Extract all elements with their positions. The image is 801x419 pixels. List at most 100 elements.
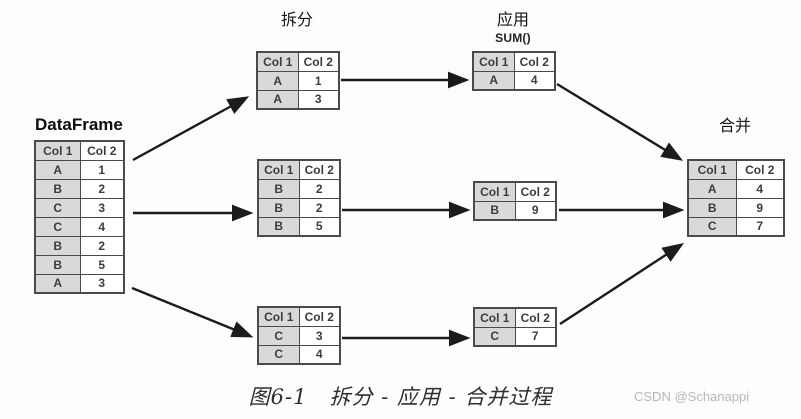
- table-cell: C: [34, 216, 81, 237]
- table-cell: 4: [79, 216, 125, 237]
- table-cell: A: [472, 70, 515, 91]
- table-cell: B: [687, 197, 737, 218]
- table-cell: C: [257, 344, 300, 365]
- table-cell: A: [687, 178, 737, 199]
- table-cell: C: [473, 326, 516, 347]
- table-cell: 7: [514, 326, 557, 347]
- figure-caption: 图6-1 拆分 - 应用 - 合并过程: [248, 385, 553, 409]
- table-cell: C: [257, 325, 300, 346]
- sum-function-label: SUM(): [495, 31, 531, 45]
- table-cell: A: [34, 159, 81, 180]
- arrow-apply-c-to-combine: [559, 243, 685, 326]
- table-cell: 1: [297, 70, 340, 91]
- table-cell: 2: [79, 178, 125, 199]
- column-header: Col 1: [256, 51, 299, 72]
- table-cell: B: [257, 216, 300, 237]
- split-stage-label: 拆分: [280, 12, 313, 29]
- column-header: Col 1: [34, 140, 81, 161]
- table-cell: 2: [298, 178, 341, 199]
- table-cell: 3: [79, 197, 125, 218]
- column-header: Col 1: [257, 159, 300, 180]
- table-cell: 4: [298, 344, 341, 365]
- column-header: Col 1: [473, 181, 516, 202]
- table-cell: A: [34, 273, 81, 294]
- column-header: Col 2: [513, 51, 556, 72]
- table-cell: 4: [513, 70, 556, 91]
- table-cell: B: [34, 235, 81, 256]
- table-cell: 7: [735, 216, 785, 237]
- arrow-df-to-split-c: [131, 286, 254, 338]
- column-header: Col 1: [473, 307, 516, 328]
- table-cell: B: [34, 178, 81, 199]
- table-cell: B: [257, 197, 300, 218]
- table-cell: 5: [79, 254, 125, 275]
- table-cell: 2: [298, 197, 341, 218]
- table-cell: 3: [298, 325, 341, 346]
- table-cell: A: [256, 89, 299, 110]
- table-cell: B: [257, 178, 300, 199]
- table-cell: 4: [735, 178, 785, 199]
- table-cell: C: [687, 216, 737, 237]
- column-header: Col 2: [298, 159, 341, 180]
- table-cell: 3: [297, 89, 340, 110]
- table-cell: A: [256, 70, 299, 91]
- combine-stage-label: 合并: [718, 118, 751, 135]
- table-cell: 3: [79, 273, 125, 294]
- table-cell: 1: [79, 159, 125, 180]
- column-header: Col 2: [514, 181, 557, 202]
- column-header: Col 2: [79, 140, 125, 161]
- column-header: Col 2: [297, 51, 340, 72]
- table-cell: 9: [735, 197, 785, 218]
- table-cell: B: [473, 200, 516, 221]
- column-header: Col 2: [298, 306, 341, 327]
- table-cell: 2: [79, 235, 125, 256]
- apply-stage-label: 应用: [496, 12, 529, 29]
- column-header: Col 1: [472, 51, 515, 72]
- table-cell: 5: [298, 216, 341, 237]
- arrow-apply-a-to-combine: [556, 82, 684, 161]
- column-header: Col 2: [514, 307, 557, 328]
- column-header: Col 2: [735, 159, 785, 180]
- column-header: Col 1: [257, 306, 300, 327]
- table-cell: C: [34, 197, 81, 218]
- arrow-df-to-split-a: [132, 96, 250, 162]
- watermark: CSDN @Schanappi: [634, 389, 750, 404]
- dataframe-title: DataFrame: [35, 115, 123, 134]
- table-cell: B: [34, 254, 81, 275]
